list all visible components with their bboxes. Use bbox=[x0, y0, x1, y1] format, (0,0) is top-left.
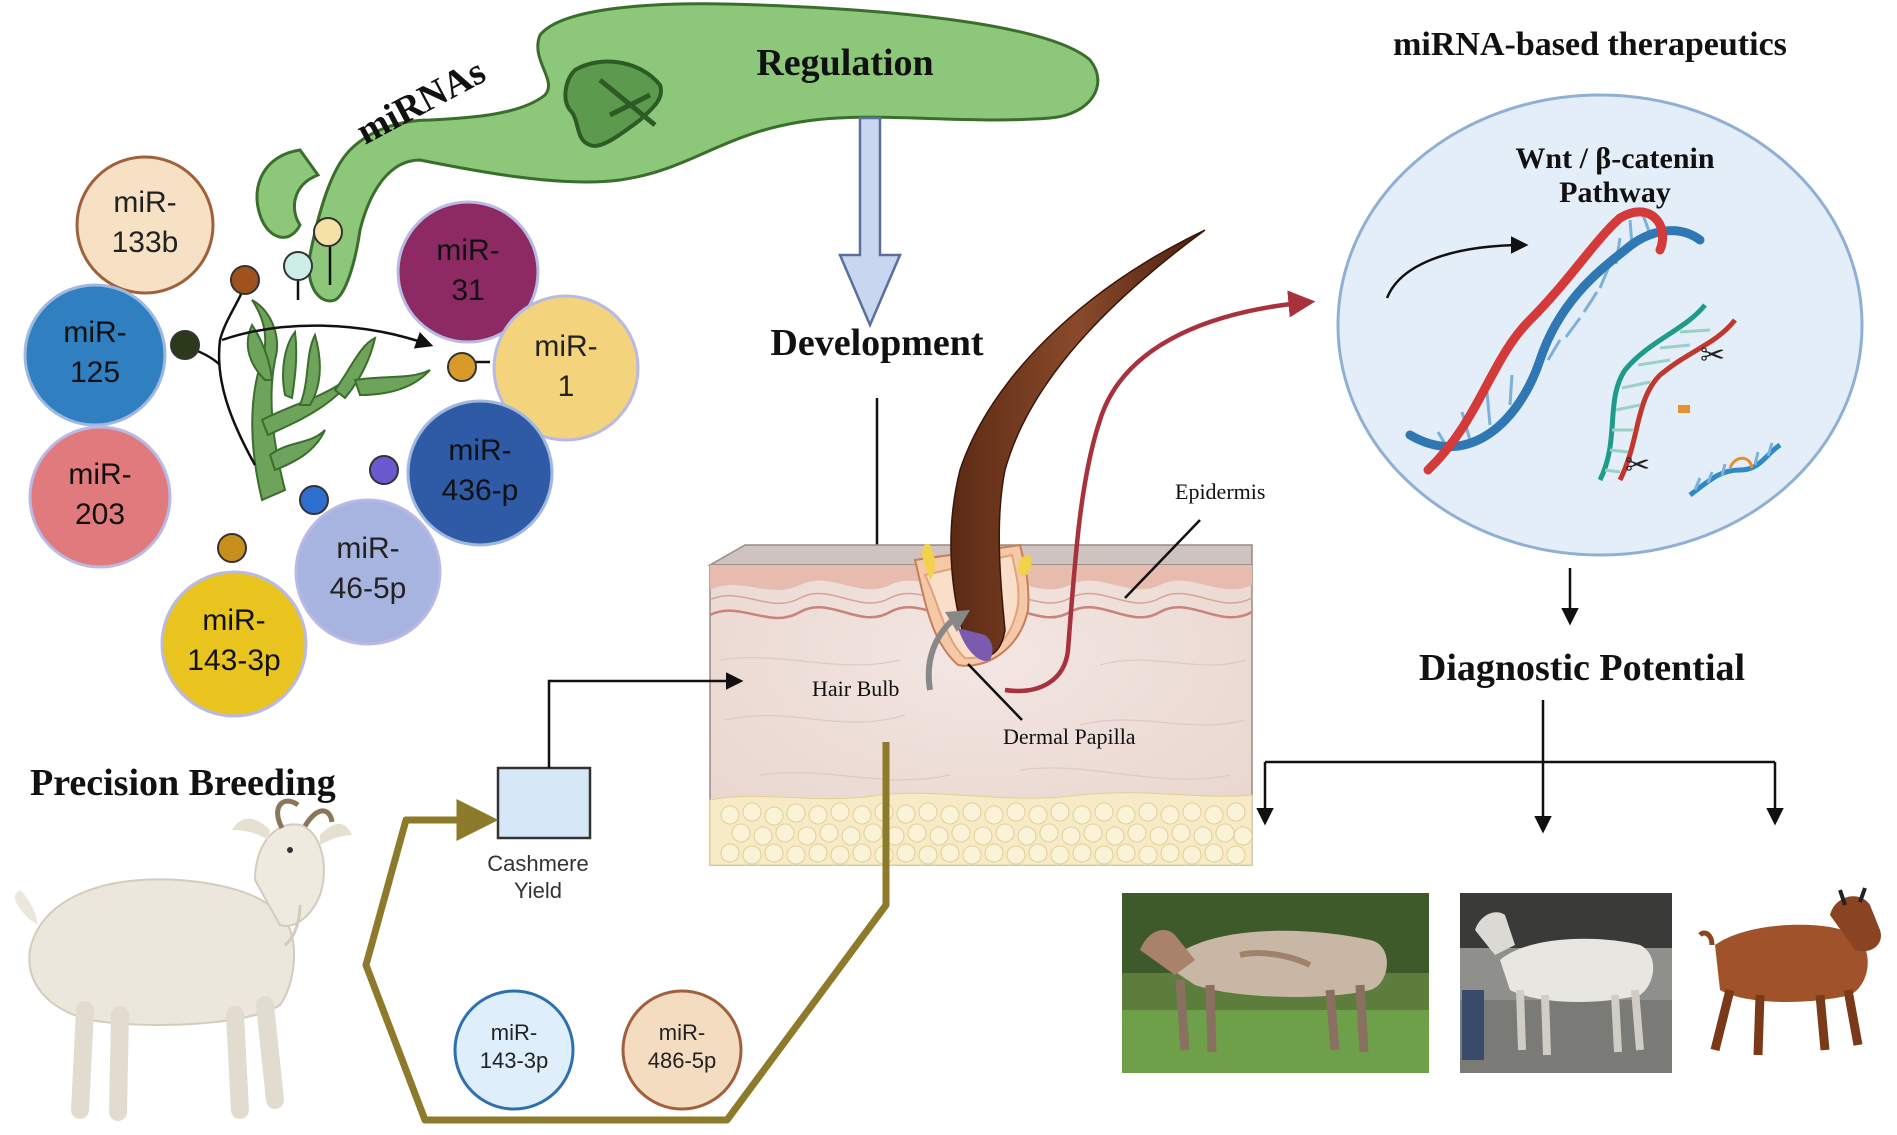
breeding-mirna-bubble: miR- 143-3p bbox=[453, 989, 575, 1111]
therapeutics-title: miRNA-based therapeutics bbox=[1393, 26, 1787, 63]
regulation-label: Regulation bbox=[756, 42, 933, 84]
mirna-bubble-line1: miR- bbox=[336, 532, 399, 565]
pathway-arrow bbox=[1385, 236, 1529, 299]
mirna-bubble-line1: miR- bbox=[113, 186, 176, 219]
white-goat-image bbox=[14, 798, 352, 1121]
breeding-mirna-line1: miR- bbox=[491, 1020, 537, 1045]
healthy-brown-goat-image bbox=[1698, 887, 1881, 1056]
mirna-bubble-line2: 46-5p bbox=[330, 572, 407, 605]
mirna-bubble-line1: miR- bbox=[448, 434, 511, 467]
epidermis-pointer bbox=[1124, 519, 1201, 599]
cashmere-label-line2: Yield bbox=[514, 878, 562, 903]
breeding-mirna-line2: 143-3p bbox=[480, 1048, 549, 1073]
mirna-bubble: miR- 46-5p bbox=[294, 498, 442, 646]
mirna-bubble-line2: 203 bbox=[75, 498, 125, 531]
dermal-papilla-label: Dermal Papilla bbox=[1003, 724, 1136, 749]
regulation-to-development-arrow bbox=[838, 116, 902, 329]
mirna-bubble: miR- 125 bbox=[23, 283, 167, 427]
breeding-feedback-loop bbox=[362, 742, 890, 1124]
mirna-bubble: miR- 1 bbox=[492, 294, 640, 442]
breeding-mirna-line1: miR- bbox=[659, 1020, 705, 1045]
mirna-bubble-line1: miR- bbox=[202, 604, 265, 637]
cashmere-to-hair-bulb-arrow bbox=[547, 672, 744, 768]
mirna-bubble-line2: 436-p bbox=[442, 474, 519, 507]
epidermis-label: Epidermis bbox=[1175, 479, 1265, 504]
dermal-papilla-pointer bbox=[967, 663, 1023, 721]
cashmere-label-line1: Cashmere bbox=[487, 851, 588, 876]
mirna-bubble-line2: 143-3p bbox=[187, 644, 280, 677]
breeding-mirna-bubble: miR- 486-5p bbox=[621, 989, 743, 1111]
mirna-bubble-line1: miR- bbox=[68, 458, 131, 491]
sirna-strand-icon bbox=[1688, 442, 1782, 497]
mirna-processing-structure bbox=[255, 2, 1100, 303]
mirna-bubble-line2: 125 bbox=[70, 356, 120, 389]
hair-follicle bbox=[913, 229, 1206, 667]
mirna-signalling-branch bbox=[246, 299, 431, 502]
dna-helix-icon bbox=[1405, 207, 1705, 475]
breeding-mirna-line2: 486-5p bbox=[648, 1048, 717, 1073]
mirna-bubble-line1: miR- bbox=[63, 316, 126, 349]
hair-bulb-label: Hair Bulb bbox=[812, 676, 899, 701]
mirna-bubble-line2: 1 bbox=[558, 370, 575, 403]
pathway-label-line2: Pathway bbox=[1559, 176, 1671, 209]
mirna-bubble: miR- 31 bbox=[396, 200, 540, 344]
precision-breeding-label: Precision Breeding bbox=[30, 762, 336, 804]
pathway-label-line1: Wnt / β-catenin bbox=[1515, 142, 1714, 175]
svg-text:✂: ✂ bbox=[1625, 449, 1650, 482]
mirna-connectors bbox=[189, 235, 490, 466]
mirna-bubble-line2: 31 bbox=[451, 274, 484, 307]
skin-cross-section bbox=[707, 544, 1253, 866]
diagnostic-potential-label: Diagnostic Potential bbox=[1419, 647, 1745, 689]
mirna-dots bbox=[170, 217, 477, 563]
mirna-bubble: miR- 203 bbox=[28, 425, 172, 569]
diagnostic-branches bbox=[1256, 700, 1784, 834]
dermal-papilla-return-arrow bbox=[925, 615, 957, 691]
mirna-bubble: miR- 436-p bbox=[406, 399, 554, 547]
mirna-bubble-line1: miR- bbox=[534, 330, 597, 363]
mirna-bubble-line2: 133b bbox=[112, 226, 179, 259]
cashmere-yield-box bbox=[496, 766, 592, 840]
mirna-bubble: miR- 143-3p bbox=[160, 570, 308, 718]
mirna-bubble-line1: miR- bbox=[436, 234, 499, 267]
follicle-to-therapeutics-arrow bbox=[1004, 290, 1316, 694]
diseased-goat-photo-1 bbox=[1122, 893, 1429, 1073]
mirna-bubble: miR- 133b bbox=[75, 155, 215, 295]
gene-editing-strand-icon: ✂ ✂ bbox=[1597, 303, 1737, 482]
development-label: Development bbox=[770, 322, 984, 364]
diseased-goat-photo-2 bbox=[1460, 893, 1672, 1073]
svg-text:✂: ✂ bbox=[1700, 339, 1725, 372]
